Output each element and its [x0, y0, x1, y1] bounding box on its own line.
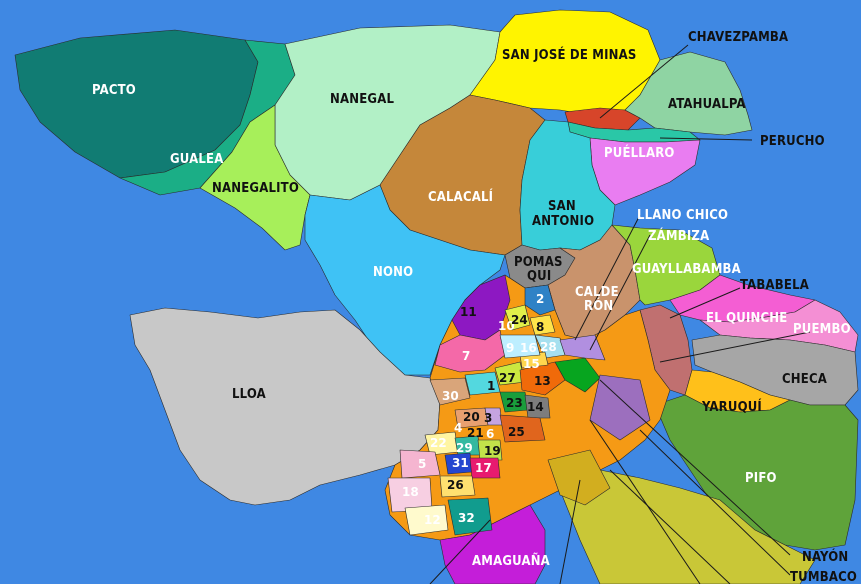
- parish-24: [504, 304, 531, 331]
- leader-nayon: [599, 379, 791, 556]
- urban-number-16: 16: [520, 341, 537, 355]
- urban-number-12: 12: [424, 513, 441, 527]
- label-puembo: PUEMBO: [793, 322, 851, 337]
- leader-south-4: [609, 469, 731, 584]
- label-san-antonio-1: SAN: [548, 199, 576, 214]
- parish-26: [439, 475, 476, 498]
- parish-zambiza: [559, 334, 606, 361]
- urban-number-11: 11: [460, 305, 477, 319]
- urban-number-13: 13: [534, 374, 551, 388]
- urban-number-10: 10: [498, 319, 515, 333]
- leader-south-3: [589, 419, 701, 584]
- urban-number-21: 21: [467, 426, 484, 440]
- urban-number-28: 28: [540, 340, 557, 354]
- region-atahualpa: [624, 51, 753, 136]
- urban-number-3: 3: [484, 411, 492, 425]
- urban-number-14: 14: [527, 400, 544, 414]
- urban-number-26: 26: [447, 478, 464, 492]
- label-yaruqui: YARUQUÍ: [701, 399, 762, 415]
- urban-number-15: 15: [523, 357, 540, 371]
- label-llano-chico: LLANO CHICO: [637, 208, 728, 223]
- parish-13-green: [554, 357, 601, 393]
- urban-number-24: 24: [511, 313, 528, 327]
- urban-number-6: 6: [486, 427, 494, 441]
- parish-9-16: [499, 334, 541, 359]
- parish-2: [524, 284, 556, 316]
- parish-14: [524, 394, 551, 419]
- label-checa: CHECA: [782, 372, 827, 387]
- urban-number-25: 25: [508, 425, 525, 439]
- label-el-quinche: EL QUINCHE: [706, 311, 787, 326]
- urban-number-2: 2: [536, 292, 544, 306]
- label-atahualpa: ATAHUALPA: [668, 97, 746, 112]
- parish-conocoto-area: [547, 449, 611, 506]
- parish-17: [469, 457, 501, 479]
- label-nayon: NAYÓN: [802, 549, 848, 565]
- label-nono: NONO: [373, 265, 413, 280]
- label-san-jose-de-minas: SAN JOSÉ DE MINAS: [502, 47, 637, 63]
- leader-puembo: [659, 331, 811, 363]
- urban-number-8: 8: [536, 320, 544, 334]
- urban-number-29: 29: [456, 441, 473, 455]
- label-lloa: LLOA: [232, 387, 266, 402]
- label-zambiza: ZÁMBIZA: [648, 228, 709, 244]
- urban-number-1: 1: [487, 379, 495, 393]
- leader-tababela: [669, 287, 741, 319]
- label-guayllabamba: GUAYLLABAMBA: [632, 262, 741, 277]
- parish-13: [519, 361, 566, 396]
- label-pomasqui-1: POMAS: [514, 255, 563, 270]
- urban-number-22: 22: [430, 436, 447, 450]
- parish-25: [499, 414, 546, 443]
- leader-zambiza: [589, 234, 651, 351]
- urban-number-30: 30: [442, 389, 459, 403]
- parish-8: [529, 314, 556, 336]
- label-gualea: GUALEA: [170, 152, 223, 167]
- urban-number-4: 4: [454, 421, 462, 435]
- leader-tumbaco: [639, 429, 791, 576]
- label-chavezpamba: CHAVEZPAMBA: [688, 30, 788, 45]
- urban-number-32: 32: [458, 511, 475, 525]
- label-nanegal: NANEGAL: [330, 92, 394, 107]
- parish-30: [429, 377, 471, 406]
- label-calderon-1: CALDE: [575, 285, 619, 300]
- label-perucho: PERUCHO: [760, 134, 825, 149]
- parish-12: [404, 504, 449, 536]
- urban-number-23: 23: [506, 396, 523, 410]
- label-calderon-2: RÓN: [584, 298, 613, 314]
- urban-number-27: 27: [499, 371, 516, 385]
- leader-south-1: [429, 519, 491, 584]
- parish-5: [399, 449, 441, 479]
- label-pifo: PIFO: [745, 471, 777, 486]
- urban-number-18: 18: [402, 485, 419, 499]
- label-nanegalito: NANEGALITO: [212, 181, 299, 196]
- label-puellaro: PUÉLLARO: [604, 145, 675, 161]
- leader-chavezpamba: [599, 44, 689, 119]
- urban-number-5: 5: [418, 457, 426, 471]
- label-tumbaco: TUMBACO: [790, 570, 857, 584]
- label-tababela: TABABELA: [740, 278, 809, 293]
- urban-number-7: 7: [462, 349, 470, 363]
- urban-number-17: 17: [475, 461, 492, 475]
- parish-32: [447, 497, 493, 536]
- leader-llano-chico: [574, 214, 641, 341]
- urban-number-9: 9: [506, 341, 514, 355]
- leader-perucho: [659, 137, 753, 141]
- label-amaguana: AMAGUAÑA: [472, 553, 550, 569]
- region-tumbaco: [559, 469, 816, 584]
- urban-number-31: 31: [452, 456, 469, 470]
- label-pomasqui-2: QUI: [527, 269, 551, 284]
- urban-number-20: 20: [463, 410, 480, 424]
- region-nanegalito: [199, 104, 311, 251]
- label-pacto: PACTO: [92, 83, 136, 98]
- parish-19: [477, 439, 503, 461]
- leader-south-2: [559, 479, 581, 584]
- label-san-antonio-2: ANTONIO: [532, 214, 594, 229]
- urban-number-19: 19: [484, 444, 501, 458]
- parish-nayon-area: [589, 374, 651, 441]
- label-calacali: CALACALÍ: [428, 189, 493, 205]
